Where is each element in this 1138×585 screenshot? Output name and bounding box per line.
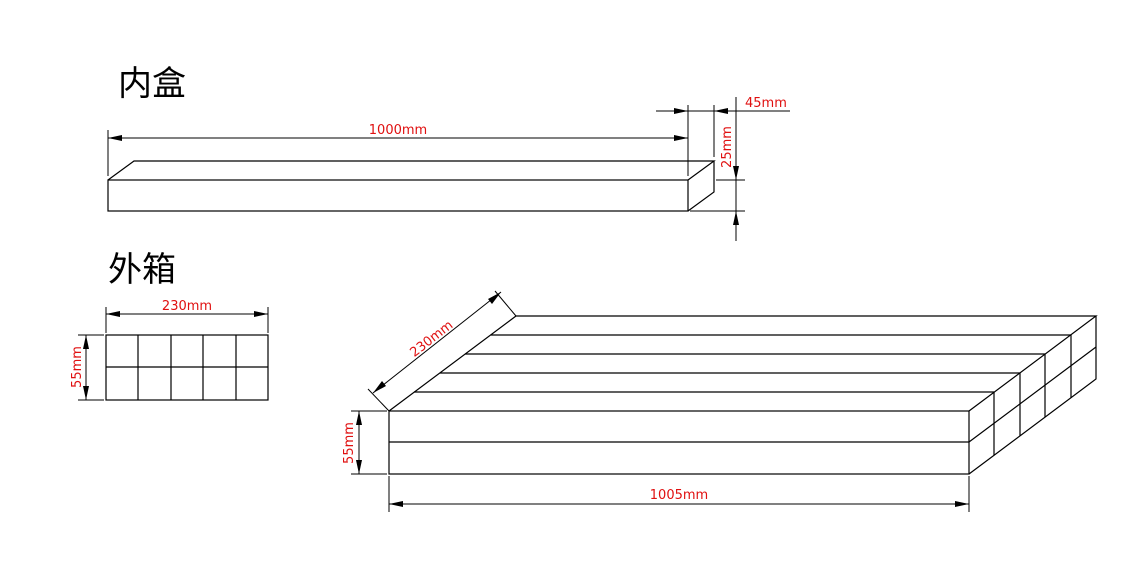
dimension-arrow — [356, 411, 362, 425]
dimension-arrow — [83, 335, 89, 349]
inner-width-dimension: 45mm — [656, 96, 790, 157]
outer-iso-depth-dimension: 230mm — [367, 290, 517, 412]
inner-box-drawing — [107, 160, 716, 212]
dimension-arrow — [674, 135, 688, 141]
outer-front-height-label: 55mm — [70, 346, 85, 388]
outer-iso-side-face — [968, 316, 1097, 475]
dimension-arrow — [106, 311, 120, 317]
outer-front-width-dimension: 230mm — [105, 299, 269, 333]
dimension-arrow — [108, 135, 122, 141]
inner-box-side-face — [687, 161, 715, 212]
inner-box-section: 内盒 1000mm 45mm — [107, 64, 790, 241]
outer-front-width-label: 230mm — [162, 299, 212, 314]
dimension-arrow — [254, 311, 268, 317]
outer-isometric-view — [388, 315, 1098, 475]
dimension-arrow — [389, 501, 403, 507]
dimension-arrow — [733, 211, 739, 225]
inner-box-front-face — [107, 179, 689, 212]
outer-iso-height-label: 55mm — [342, 422, 357, 464]
outer-iso-height-dimension: 55mm — [342, 410, 387, 475]
inner-height-dimension: 25mm — [690, 97, 745, 241]
inner-length-label: 1000mm — [369, 123, 427, 138]
dimension-arrow — [488, 292, 501, 304]
outer-box-section: 外箱 230mm 55mm — [70, 250, 1098, 512]
dimension-arrow — [955, 501, 969, 507]
dimension-arrow — [83, 386, 89, 400]
inner-box-title: 内盒 — [118, 64, 186, 104]
dimension-arrow — [714, 108, 728, 114]
outer-front-height-dimension: 55mm — [70, 334, 104, 401]
outer-box-title: 外箱 — [108, 250, 176, 290]
inner-height-label: 25mm — [720, 126, 735, 168]
outer-iso-depth-label: 230mm — [407, 318, 456, 361]
dimension-arrow — [733, 166, 739, 180]
inner-length-dimension: 1000mm — [107, 105, 689, 176]
outer-iso-length-dimension: 1005mm — [388, 476, 970, 512]
dimension-arrow — [356, 460, 362, 474]
outer-front-view — [105, 334, 269, 401]
inner-width-label: 45mm — [745, 96, 787, 111]
dimension-arrow — [373, 381, 386, 393]
dimension-arrow — [674, 108, 688, 114]
inner-box-top-face — [107, 160, 716, 181]
outer-iso-length-label: 1005mm — [650, 488, 708, 503]
outer-iso-top-face — [388, 315, 1098, 412]
